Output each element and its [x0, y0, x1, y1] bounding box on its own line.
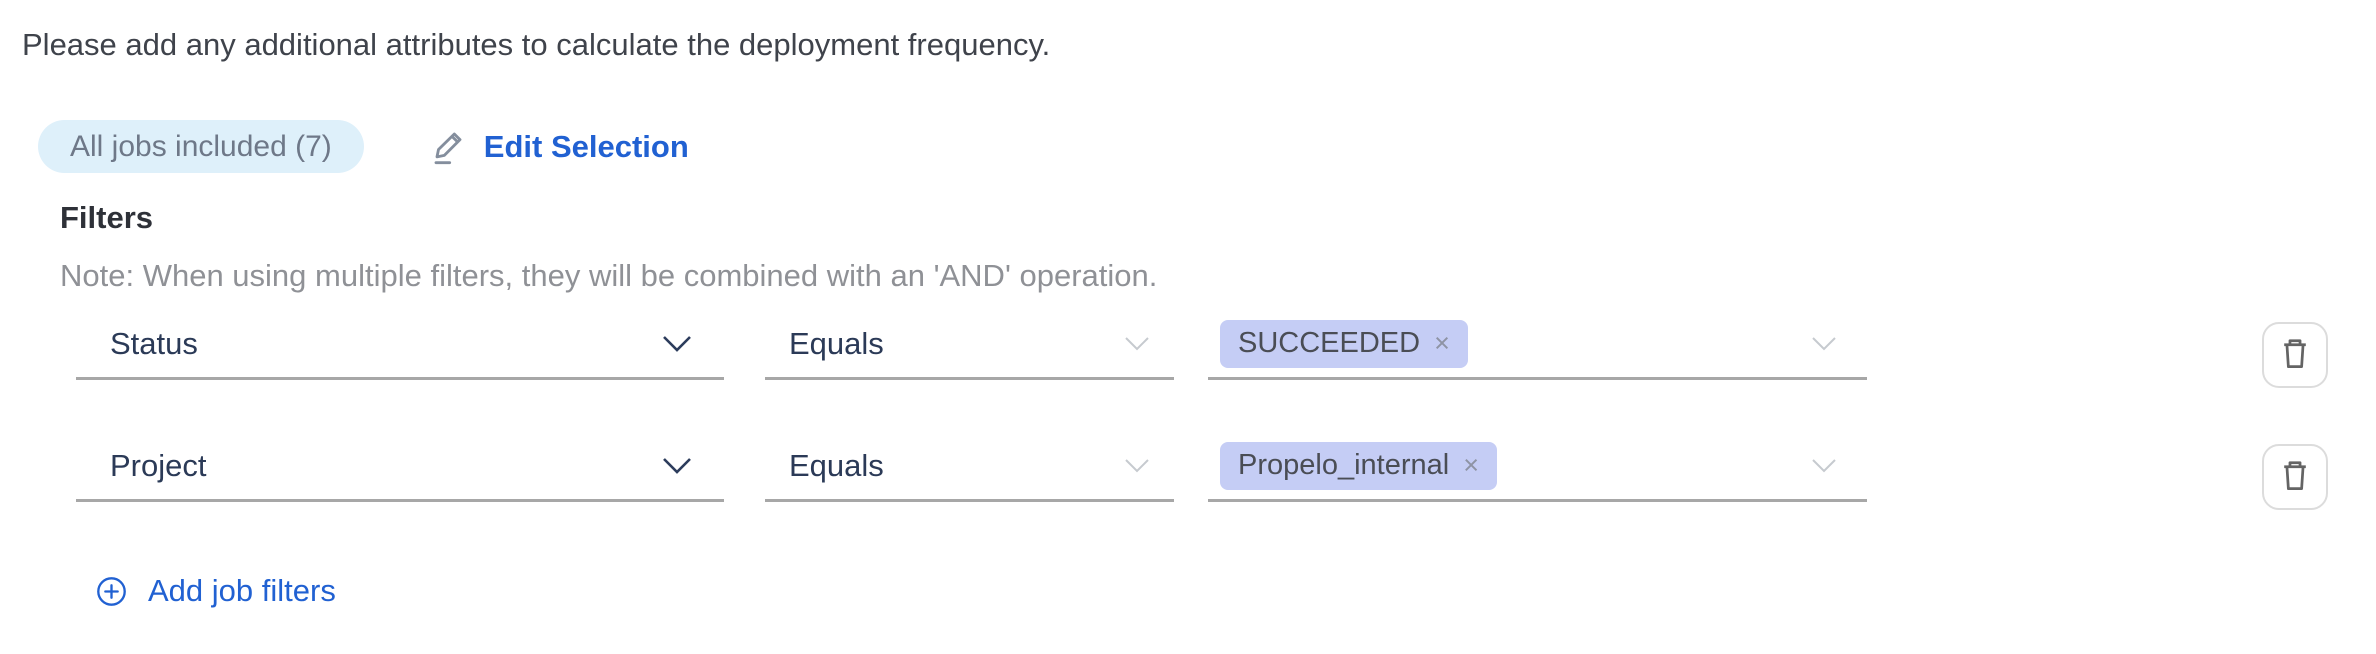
- jobs-included-badge: All jobs included (7): [38, 120, 364, 173]
- plus-circle-icon: [95, 575, 128, 608]
- add-job-filters-label: Add job filters: [148, 573, 336, 608]
- attribute-value: Status: [110, 325, 198, 361]
- chevron-down-icon: [1124, 458, 1150, 474]
- filter-row: Project Equals Propelo_internal ×: [0, 432, 2376, 510]
- edit-selection-label: Edit Selection: [483, 128, 689, 164]
- filters-note: Note: When using multiple filters, they …: [60, 258, 1158, 293]
- filter-row: Status Equals SUCCEEDED ×: [0, 310, 2376, 388]
- tag-label: SUCCEEDED: [1238, 327, 1421, 359]
- value-multiselect[interactable]: SUCCEEDED ×: [1208, 310, 1867, 380]
- trash-icon: [2279, 335, 2311, 376]
- operator-select[interactable]: Equals: [765, 310, 1174, 380]
- chevron-down-icon: [662, 457, 692, 475]
- job-selection-row: All jobs included (7) Edit Selection: [38, 120, 689, 173]
- chevron-down-icon: [662, 335, 692, 353]
- operator-value: Equals: [789, 325, 884, 361]
- filters-heading: Filters: [60, 200, 154, 235]
- delete-filter-button[interactable]: [2262, 444, 2328, 510]
- edit-selection-button[interactable]: Edit Selection: [430, 125, 689, 169]
- selected-value-tag: SUCCEEDED ×: [1220, 319, 1468, 368]
- operator-value: Equals: [789, 447, 884, 483]
- operator-select[interactable]: Equals: [765, 432, 1174, 502]
- chevron-down-icon: [1811, 336, 1837, 352]
- instruction-text: Please add any additional attributes to …: [22, 27, 1051, 62]
- tag-remove-icon[interactable]: ×: [1463, 450, 1479, 480]
- add-job-filters-button[interactable]: Add job filters: [95, 573, 336, 609]
- delete-filter-button[interactable]: [2262, 322, 2328, 388]
- attribute-select[interactable]: Project: [76, 432, 724, 502]
- trash-icon: [2279, 457, 2311, 498]
- chevron-down-icon: [1124, 336, 1150, 352]
- value-multiselect[interactable]: Propelo_internal ×: [1208, 432, 1867, 502]
- tag-remove-icon[interactable]: ×: [1434, 328, 1450, 358]
- chevron-down-icon: [1811, 458, 1837, 474]
- edit-pencil-icon: [430, 125, 470, 169]
- selected-value-tag: Propelo_internal ×: [1220, 441, 1497, 490]
- attribute-value: Project: [110, 447, 207, 483]
- attribute-select[interactable]: Status: [76, 310, 724, 380]
- tag-label: Propelo_internal: [1238, 449, 1450, 481]
